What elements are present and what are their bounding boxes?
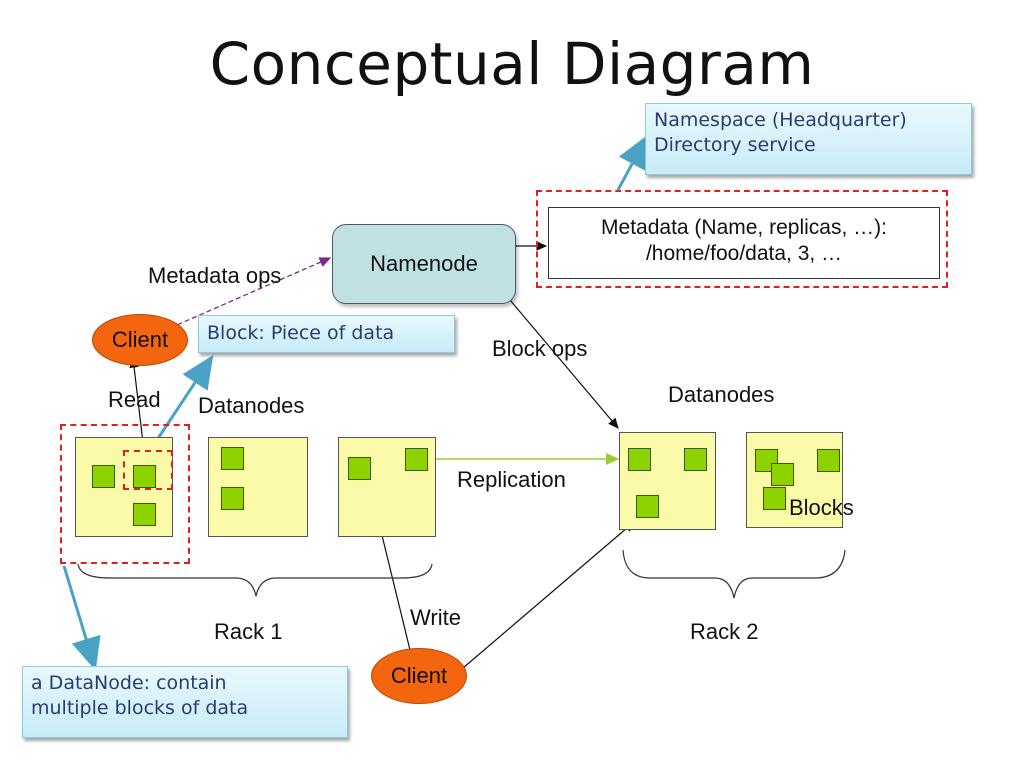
rack1-label: Rack 1 — [214, 619, 283, 644]
metadata-ops-arrow — [169, 257, 332, 329]
blocks-label: Blocks — [789, 495, 854, 520]
block — [684, 448, 707, 471]
block — [763, 487, 786, 510]
namespace-callout: Namespace (Headquarter) Directory servic… — [645, 103, 972, 175]
metadata-ops-label: Metadata ops — [148, 263, 282, 288]
block — [221, 487, 244, 510]
datanode-callout-line1: a DataNode: contain — [31, 672, 227, 694]
replication-label: Replication — [457, 467, 566, 492]
block-ops-label: Block ops — [492, 336, 588, 361]
block — [628, 448, 651, 471]
block-ops-arrow — [509, 299, 619, 429]
block-highlight — [123, 450, 173, 490]
block-callout-text: Block: Piece of data — [207, 322, 395, 344]
datanode-highlight — [60, 424, 190, 564]
datanode-callout: a DataNode: contain multiple blocks of d… — [22, 666, 348, 738]
page-title: Conceptual Diagram — [209, 30, 815, 98]
client-to-rack2-arrow — [462, 521, 635, 669]
metadata-box: Metadata (Name, replicas, …): /home/foo/… — [548, 207, 940, 279]
client-top: Client — [92, 314, 188, 366]
block — [636, 495, 659, 518]
namespace-callout-line2: Directory service — [654, 134, 816, 156]
read-label: Read — [108, 387, 161, 412]
namespace-callout-pointer — [616, 134, 648, 191]
block — [221, 447, 244, 470]
block-callout: Block: Piece of data — [198, 315, 455, 353]
block — [405, 448, 428, 471]
block — [133, 503, 156, 526]
rack1-brace — [77, 563, 433, 597]
datanodes-left-label: Datanodes — [198, 393, 305, 418]
datanode-rack2-1 — [619, 432, 716, 530]
block — [348, 457, 371, 480]
namenode: Namenode — [332, 224, 516, 304]
rack2-label: Rack 2 — [690, 619, 759, 644]
datanodes-right-label: Datanodes — [668, 382, 775, 407]
metadata-line1: Metadata (Name, replicas, …): — [601, 216, 887, 239]
datanode-callout-pointer — [62, 565, 101, 671]
block — [817, 449, 840, 472]
rack2-brace — [622, 549, 846, 599]
datanode-callout-line2: multiple blocks of data — [31, 697, 249, 719]
block — [133, 465, 156, 488]
namespace-callout-line1: Namespace (Headquarter) — [654, 109, 907, 131]
client-bottom: Client — [371, 648, 467, 704]
block — [771, 463, 794, 486]
datanode-rack1-3 — [338, 437, 436, 537]
write-label: Write — [410, 605, 461, 630]
metadata-highlight — [536, 190, 948, 288]
metadata-line2: /home/foo/data, 3, … — [645, 242, 843, 265]
block — [92, 465, 115, 488]
datanode-rack2-2 — [746, 432, 843, 528]
datanode-rack1-2 — [208, 437, 308, 537]
